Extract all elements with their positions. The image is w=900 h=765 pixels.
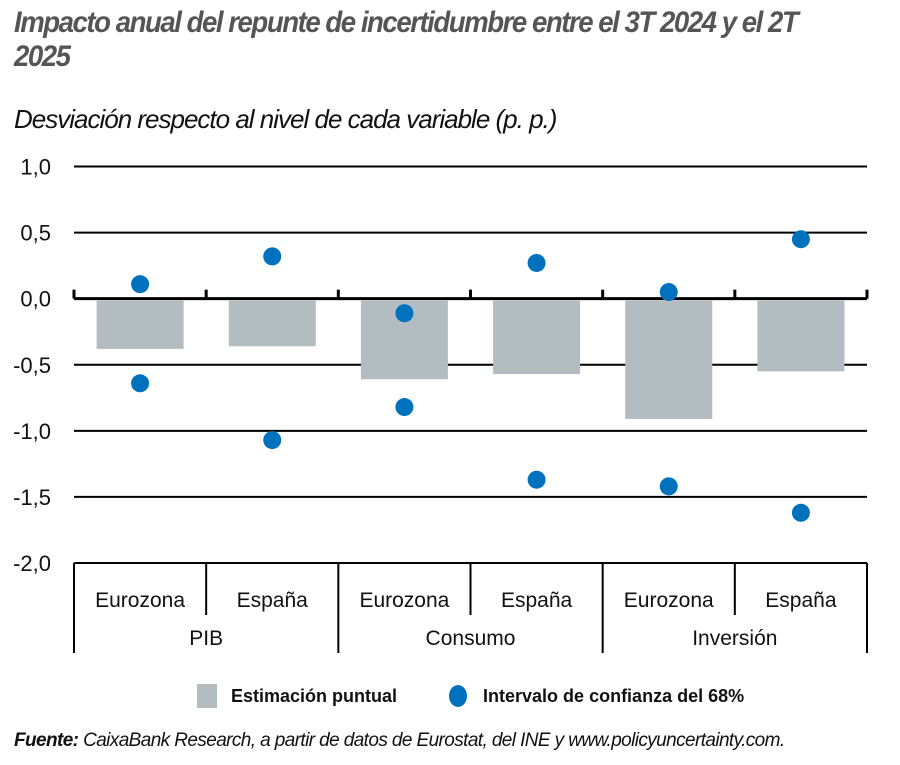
x-group-label: Consumo <box>426 627 516 650</box>
y-tick-label: 1,0 <box>20 155 51 180</box>
x-group-label: PIB <box>189 627 223 650</box>
bar <box>625 300 713 419</box>
confidence-dot <box>131 374 150 393</box>
y-axis-labels: 1,0 0,5 0,0 -0,5 -1,0 -1,5 -2,0 <box>13 155 51 577</box>
bars <box>96 300 845 419</box>
x-axis-labels: Eurozona España Eurozona España Eurozona Espa… <box>95 589 837 650</box>
x-category-label: Eurozona <box>624 589 714 612</box>
chart-title: Impacto anual del repunte de incertidumb… <box>14 6 799 73</box>
chart-subtitle: Desviación respecto al nivel de cada var… <box>14 104 557 134</box>
y-tick-label: -1,5 <box>13 485 51 510</box>
y-tick-label: 0,0 <box>20 287 51 312</box>
confidence-dot <box>659 477 678 496</box>
confidence-dot <box>659 283 678 302</box>
confidence-dot <box>395 398 414 417</box>
y-tick-label: -2,0 <box>13 551 51 576</box>
x-category-label: Eurozona <box>359 589 449 612</box>
confidence-dot <box>527 470 546 489</box>
legend-dot-icon <box>449 685 468 707</box>
x-category-label: España <box>501 589 573 612</box>
legend-dot-label: Intervalo de confianza del 68% <box>483 685 745 706</box>
gridlines <box>74 165 867 564</box>
bar <box>96 300 184 349</box>
confidence-dot <box>131 275 150 294</box>
y-tick-label: -1,0 <box>13 419 51 444</box>
confidence-dot <box>263 431 282 450</box>
bar <box>228 300 316 347</box>
x-category-label: España <box>237 589 309 612</box>
bar <box>757 300 845 372</box>
source-note: Fuente: CaixaBank Research, a partir de … <box>14 730 785 752</box>
x-category-label: España <box>765 589 837 612</box>
x-axis <box>72 289 869 653</box>
confidence-dots <box>131 230 810 522</box>
confidence-dot <box>791 230 810 249</box>
confidence-dot <box>395 304 414 323</box>
bar <box>493 300 581 375</box>
y-tick-label: 0,5 <box>20 221 51 246</box>
legend-bar-label: Estimación puntual <box>231 685 398 706</box>
x-category-label: Eurozona <box>95 589 185 612</box>
source-text: CaixaBank Research, a partir de datos de… <box>78 730 785 751</box>
y-tick-label: -0,5 <box>13 353 51 378</box>
confidence-dot <box>791 503 810 522</box>
confidence-dot <box>263 247 282 266</box>
legend-bar-swatch <box>197 684 217 708</box>
source-prefix: Fuente: <box>14 730 79 751</box>
confidence-dot <box>527 253 546 272</box>
legend: Estimación puntual Intervalo de confianz… <box>197 682 744 710</box>
x-group-label: Inversión <box>692 627 777 650</box>
